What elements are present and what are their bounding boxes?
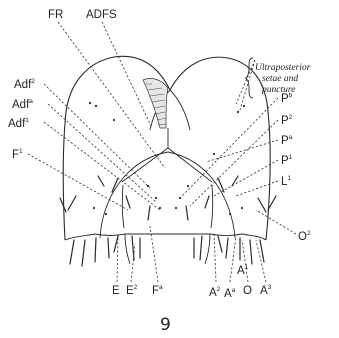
label-adfs: ADFS [86, 9, 117, 21]
frons-sutures [100, 128, 235, 238]
label-e2: E2 [126, 284, 138, 297]
adfrontal-hatching [143, 78, 168, 128]
top-labels: FR ADFS [48, 9, 117, 21]
label-l1: L1 [281, 175, 291, 188]
label-pb: Pb [281, 92, 293, 105]
note-line-1: Ultraposterior [255, 63, 311, 73]
label-p2: P2 [281, 114, 293, 127]
label-fa: Fa [152, 284, 163, 297]
label-adf2: Adf2 [14, 78, 35, 91]
head-outline [63, 56, 270, 240]
left-labels: Adf2 Adfa Adf1 F1 [8, 78, 35, 161]
label-adfa: Adfa [12, 98, 33, 111]
label-o: O [243, 285, 252, 297]
label-aa: Aa [224, 287, 236, 300]
label-a2: A2 [209, 286, 221, 299]
punctures [89, 102, 245, 215]
label-fr: FR [48, 9, 63, 21]
label-f1: F1 [12, 148, 23, 161]
label-p1: P1 [281, 154, 293, 167]
figure-number: 9 [160, 315, 171, 335]
label-adf1: Adf1 [8, 117, 29, 130]
label-o2: O2 [298, 230, 311, 243]
label-a3: A3 [260, 284, 272, 297]
note-line-2: setae and [262, 74, 298, 84]
note-brace [245, 58, 253, 98]
ultraposterior-note: Ultraposterior setae and puncture [245, 58, 311, 98]
label-e: E [112, 285, 120, 297]
right-labels: Pb P2 Pa P1 L1 O2 [281, 92, 311, 243]
label-a1: A1 [237, 264, 249, 277]
label-pa: Pa [281, 134, 293, 147]
